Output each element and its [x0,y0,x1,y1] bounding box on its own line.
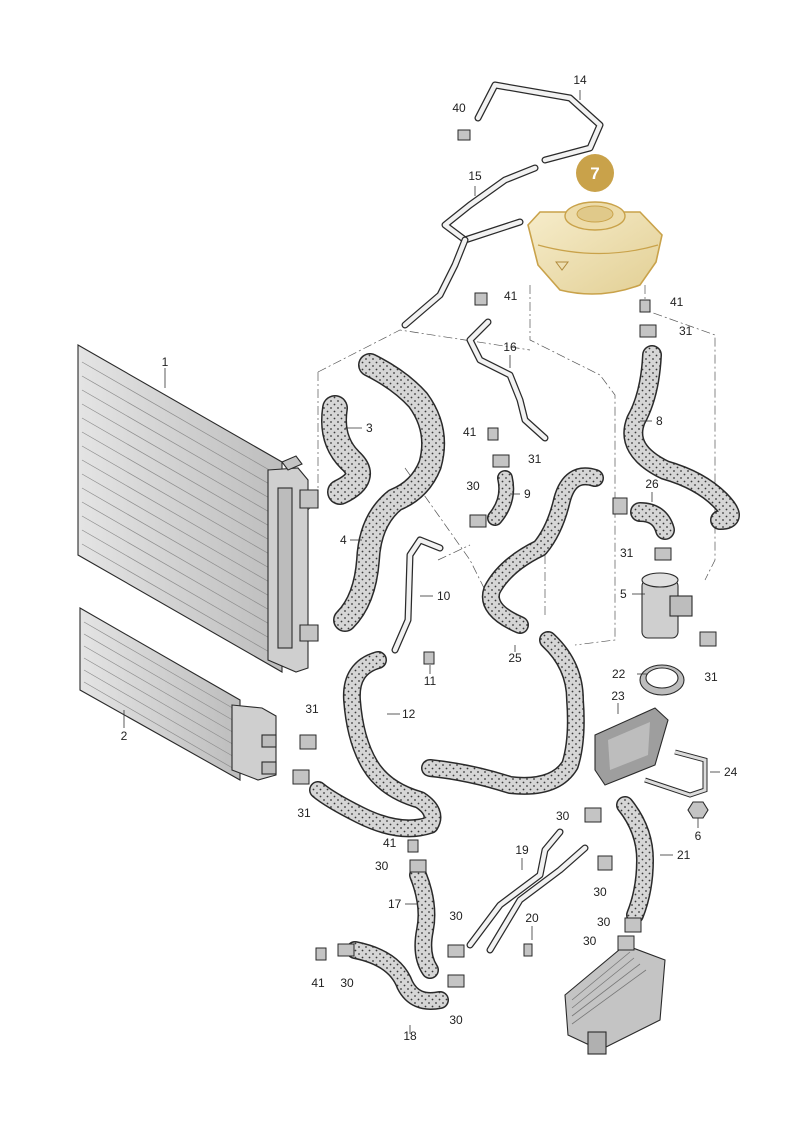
callout-11: 11 [424,674,437,688]
coolant-expansion-tank [527,201,663,295]
callout-16: 16 [503,340,517,354]
coolant-pipes-19 [466,828,589,954]
callout-31-b: 31 [528,452,542,466]
callout-30-e: 30 [340,976,354,990]
callout-20: 20 [525,911,539,925]
coolant-hose-3 [321,395,371,505]
callout-15: 15 [468,169,482,183]
callout-12: 12 [402,707,416,721]
radiator [77,344,319,673]
callout-5: 5 [620,587,627,601]
coolant-hose-17 [409,866,439,979]
callout-6: 6 [695,829,702,843]
callout-30-b: 30 [375,859,389,873]
coolant-hose-26 [630,502,675,540]
coolant-hose-18 [346,941,449,1010]
callout-41-c: 41 [463,425,477,439]
callout-31-c: 31 [620,546,634,560]
pump-bracket [594,707,669,786]
callout-30-h: 30 [597,915,611,929]
coolant-pump [641,572,693,639]
part-7-badge: 7 [576,154,614,192]
vent-line-15 [401,164,539,329]
callout-labels: 1 2 3 4 5 6 8 9 10 11 12 14 15 16 17 18 … [121,73,738,1043]
callout-23: 23 [611,689,625,703]
nut-6 [687,801,709,819]
pump-seal-ring [639,664,685,696]
callout-30-g: 30 [593,885,607,899]
callout-25: 25 [508,651,522,665]
coolant-hose-12 [309,651,442,838]
callout-17: 17 [388,897,402,911]
callout-22: 22 [612,667,626,681]
callout-30-d: 30 [449,1013,463,1027]
callout-14: 14 [573,73,587,87]
part-7-badge-label: 7 [590,164,599,183]
radiator-fins [81,361,279,658]
callout-18: 18 [403,1029,417,1043]
callout-41-b: 41 [670,295,684,309]
callout-30-a: 30 [466,479,480,493]
callout-4: 4 [340,533,347,547]
coolant-hose-9 [487,470,515,526]
callout-30-i: 30 [583,934,597,948]
callout-31-f: 31 [297,806,311,820]
callout-1: 1 [162,355,169,369]
auxiliary-radiator [79,607,277,781]
vent-line-14 [474,81,604,164]
callout-2: 2 [121,729,128,743]
vent-line-16 [466,318,549,442]
coolant-hose-4 [333,353,446,632]
callout-41-d: 41 [383,836,397,850]
callout-26: 26 [645,477,659,491]
coolant-hose-21 [616,796,654,924]
callout-30-f: 30 [556,809,570,823]
pump-strap [644,749,708,798]
callout-40: 40 [452,101,466,115]
callout-8: 8 [656,414,663,428]
oil-cooler [564,944,666,1055]
callout-3: 3 [366,421,373,435]
callout-24: 24 [724,765,738,779]
callout-31-d: 31 [704,670,718,684]
callout-30-c: 30 [449,909,463,923]
coolant-hose-8 [623,345,740,530]
coolant-pipe-10 [391,536,444,654]
callout-31-a: 31 [679,324,693,338]
callout-10: 10 [437,589,451,603]
callout-41-e: 41 [311,976,325,990]
leader-lines [123,90,720,1034]
clamps-and-plugs [292,129,717,988]
callout-31-e: 31 [305,702,319,716]
callout-21: 21 [677,848,691,862]
callout-41-a: 41 [504,289,518,303]
callout-19: 19 [515,843,529,857]
callout-9: 9 [524,487,531,501]
coolant-hose-main [421,467,604,795]
